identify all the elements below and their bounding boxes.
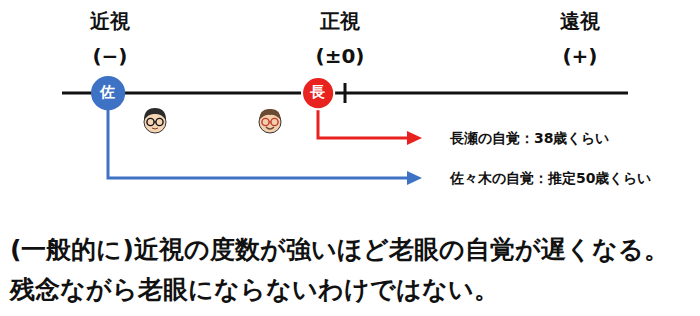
face-icon	[259, 109, 281, 133]
axis-label: (−)	[92, 44, 127, 68]
axis-label: (±0)	[316, 44, 365, 68]
axis-label: 近視	[90, 9, 130, 33]
arrow-head	[407, 131, 422, 145]
axis-label: (+)	[562, 44, 597, 68]
face-icon	[144, 108, 166, 133]
initial-circle: 佐	[90, 75, 126, 111]
axis-label: 正視	[320, 9, 360, 33]
axis-label: 遠視	[560, 9, 600, 33]
circle-label: 長	[300, 75, 336, 111]
summary-note: (一般的に)近視の度数が強いほど老眼の自覚が遅くなる。	[10, 235, 669, 265]
summary-note: 残念ながら老眼にならないわけではない。	[10, 275, 499, 305]
callout-note: 長瀬の自覚：38歳くらい	[450, 130, 609, 147]
circle-label: 佐	[90, 75, 126, 111]
callout-note: 佐々木の自覚：推定50歳くらい	[450, 170, 651, 187]
leader-line	[318, 105, 410, 138]
arrow-head	[407, 171, 422, 185]
initial-circle: 長	[300, 75, 336, 111]
leader-line	[108, 105, 410, 178]
zero-tick	[344, 83, 347, 103]
